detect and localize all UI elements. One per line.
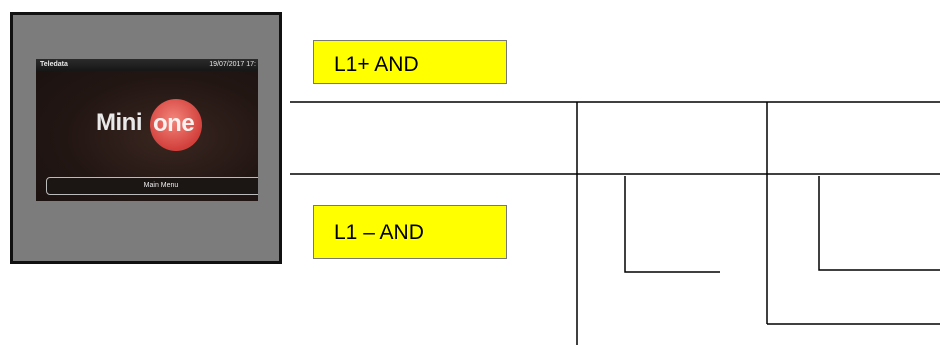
screen-brand-label: Teledata xyxy=(40,61,68,68)
branch-2 xyxy=(818,176,940,271)
logo-circle-icon xyxy=(150,99,202,151)
device-screen: Teledata 19/07/2017 17: Mini one Main Me… xyxy=(36,59,258,201)
label-l1-minus-and: L1 – AND xyxy=(313,205,507,259)
screen-main-menu-button: Main Menu xyxy=(46,177,258,195)
screen-datetime: 19/07/2017 17: xyxy=(209,61,256,68)
branch-1 xyxy=(624,176,720,273)
logo-text-right: one xyxy=(153,110,195,137)
screen-status-bar: Teledata 19/07/2017 17: xyxy=(36,59,258,71)
label-l1-plus-and: L1+ AND xyxy=(313,40,507,84)
logo-text-left: Mini xyxy=(96,109,143,136)
device-photo-frame: Teledata 19/07/2017 17: Mini one Main Me… xyxy=(10,12,282,264)
